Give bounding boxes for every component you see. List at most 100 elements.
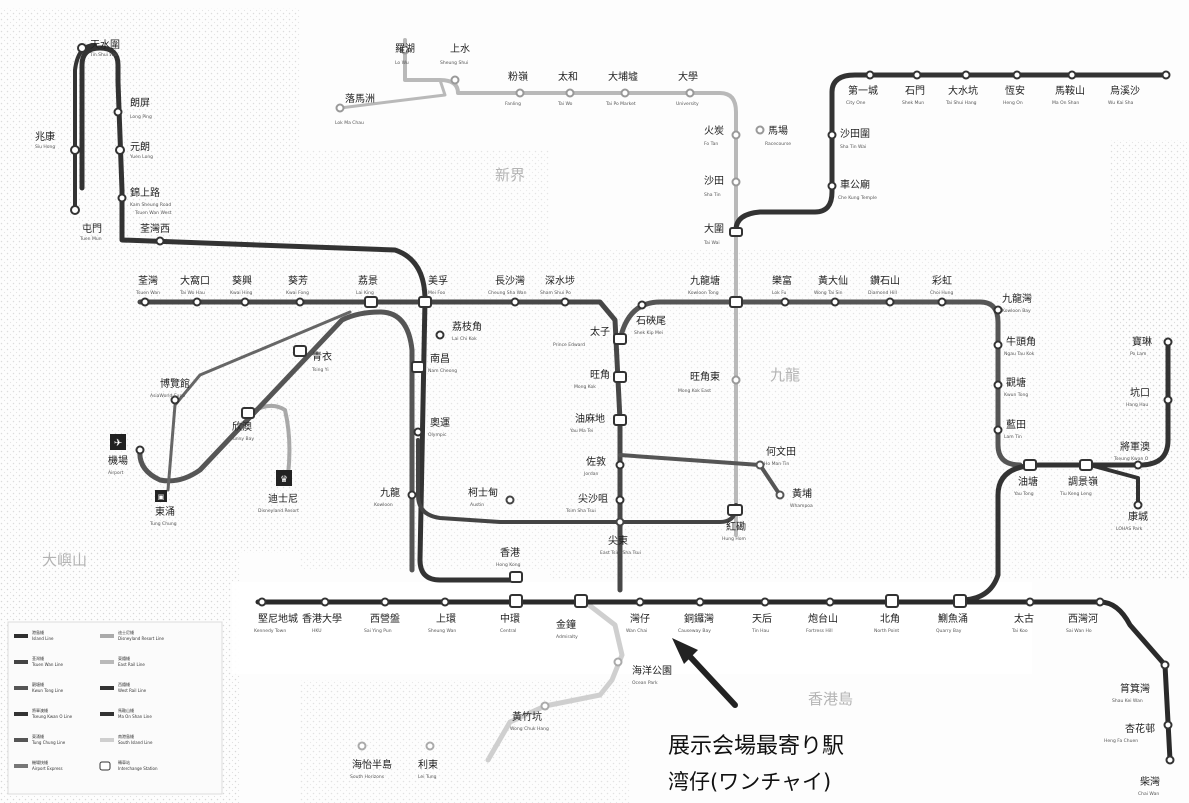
svg-text:Ngau Tau Kok: Ngau Tau Kok [1004, 351, 1035, 357]
svg-text:香港大學: 香港大學 [302, 612, 342, 625]
svg-text:Wan Chai: Wan Chai [626, 628, 647, 634]
svg-text:青衣: 青衣 [312, 350, 332, 363]
svg-text:Po Lam: Po Lam [1130, 351, 1146, 357]
svg-text:Tuen Mun: Tuen Mun [79, 236, 102, 242]
svg-text:銅鑼灣: 銅鑼灣 [684, 612, 714, 625]
svg-text:紅磡: 紅磡 [726, 520, 746, 533]
svg-text:Causeway Bay: Causeway Bay [678, 628, 711, 634]
svg-text:迪士尼綫: 迪士尼綫 [118, 629, 134, 635]
svg-text:Sunny Bay: Sunny Bay [230, 436, 254, 442]
svg-text:North Point: North Point [874, 628, 899, 634]
svg-text:鰂魚涌: 鰂魚涌 [938, 612, 968, 625]
svg-text:康城: 康城 [1128, 510, 1148, 523]
svg-text:Island Line: Island Line [32, 636, 54, 641]
svg-text:East Tsim Sha Tsui: East Tsim Sha Tsui [600, 550, 641, 556]
svg-text:轉車站: 轉車站 [118, 759, 130, 765]
svg-text:車公廟: 車公廟 [840, 178, 870, 191]
svg-text:Ho Man Tin: Ho Man Tin [764, 461, 789, 467]
svg-text:Shek Kip Mei: Shek Kip Mei [634, 330, 663, 336]
svg-text:East Rail Line: East Rail Line [118, 662, 145, 667]
svg-text:荃灣西: 荃灣西 [140, 222, 170, 235]
venue-note-station: 湾仔(ワンチャイ) [668, 766, 831, 796]
svg-text:何文田: 何文田 [766, 445, 796, 458]
svg-text:Mei Foo: Mei Foo [428, 290, 446, 296]
svg-text:Tai Koo: Tai Koo [1011, 628, 1028, 634]
svg-text:西鐵綫: 西鐵綫 [118, 681, 130, 687]
svg-text:Fortress Hill: Fortress Hill [806, 628, 833, 634]
svg-text:烏溪沙: 烏溪沙 [1110, 84, 1140, 97]
svg-text:Cheung Sha Wan: Cheung Sha Wan [488, 290, 527, 296]
svg-text:Shek Mun: Shek Mun [902, 100, 924, 106]
svg-text:大學: 大學 [678, 70, 698, 83]
svg-text:Prince Edward: Prince Edward [553, 342, 585, 348]
svg-text:Tai Shui Hang: Tai Shui Hang [945, 100, 977, 106]
svg-text:Austin: Austin [470, 502, 484, 508]
svg-text:落馬洲: 落馬洲 [345, 93, 375, 105]
svg-text:第一城: 第一城 [848, 84, 878, 97]
svg-text:Lo Wu: Lo Wu [395, 60, 409, 66]
svg-text:葵芳: 葵芳 [288, 274, 308, 287]
svg-text:油麻地: 油麻地 [575, 412, 605, 425]
svg-text:Yau Ma Tei: Yau Ma Tei [569, 428, 593, 434]
svg-text:尖沙咀: 尖沙咀 [578, 492, 608, 505]
svg-text:樂富: 樂富 [772, 274, 792, 287]
svg-text:大圍: 大圍 [704, 222, 724, 235]
svg-text:South Horizons: South Horizons [350, 774, 385, 780]
svg-text:奧運: 奧運 [430, 416, 450, 429]
svg-text:Admiralty: Admiralty [556, 634, 578, 640]
svg-text:Whampoa: Whampoa [790, 503, 813, 509]
svg-text:黃竹坑: 黃竹坑 [512, 710, 542, 723]
svg-text:Central: Central [500, 628, 516, 634]
svg-text:Kwun Tong Line: Kwun Tong Line [32, 688, 64, 693]
svg-text:Olympic: Olympic [428, 432, 447, 438]
svg-text:九龍灣: 九龍灣 [1002, 292, 1032, 305]
svg-text:Hang Hau: Hang Hau [1126, 402, 1148, 408]
svg-text:Tsuen Wan West: Tsuen Wan West [134, 210, 172, 216]
svg-text:Kwai Hing: Kwai Hing [230, 290, 253, 296]
svg-text:機場快綫: 機場快綫 [32, 759, 48, 765]
svg-text:西灣河: 西灣河 [1068, 613, 1098, 625]
svg-text:Tai Wo: Tai Wo [557, 101, 573, 107]
svg-text:Choi Hung: Choi Hung [930, 290, 954, 296]
region-label: 九龍 [770, 366, 800, 384]
svg-text:Heng On: Heng On [1003, 100, 1023, 106]
svg-text:恆安: 恆安 [1005, 84, 1025, 97]
svg-text:九龍塘: 九龍塘 [690, 274, 720, 287]
svg-text:上環: 上環 [436, 613, 456, 625]
svg-text:Kennedy Town: Kennedy Town [254, 628, 286, 634]
svg-text:Fo Tan: Fo Tan [704, 141, 718, 147]
svg-text:荃灣: 荃灣 [138, 274, 158, 287]
svg-text:Tsing Yi: Tsing Yi [311, 367, 329, 373]
svg-text:尖東: 尖東 [608, 534, 628, 547]
svg-text:石門: 石門 [905, 85, 925, 97]
svg-text:荔景: 荔景 [358, 274, 378, 287]
svg-text:粉嶺: 粉嶺 [508, 70, 528, 83]
svg-text:Ma On Shan: Ma On Shan [1052, 100, 1079, 106]
svg-text:Tseung Kwan O: Tseung Kwan O [1113, 456, 1149, 462]
svg-text:美孚: 美孚 [428, 274, 448, 287]
svg-text:Kowloon Tong: Kowloon Tong [688, 290, 719, 296]
svg-text:Tai Wo Hau: Tai Wo Hau [179, 290, 205, 296]
svg-text:Mong Kok East: Mong Kok East [678, 388, 711, 394]
svg-text:Sheung Wan: Sheung Wan [428, 628, 456, 634]
svg-text:牛頭角: 牛頭角 [1006, 335, 1036, 348]
svg-text:西營盤: 西營盤 [370, 612, 400, 625]
svg-text:Tseung Kwan O Line: Tseung Kwan O Line [31, 714, 73, 719]
cable-car-icon: ▣ [158, 493, 165, 501]
svg-text:太和: 太和 [558, 70, 578, 83]
svg-text:欣澳: 欣澳 [232, 420, 252, 433]
svg-text:Tin Shui Wai: Tin Shui Wai [89, 52, 118, 58]
svg-text:港島綫: 港島綫 [32, 629, 44, 635]
svg-text:Che Kung Temple: Che Kung Temple [838, 195, 877, 201]
svg-text:Sai Wan Ho: Sai Wan Ho [1066, 628, 1092, 634]
svg-text:Siu Hong: Siu Hong [35, 144, 55, 150]
svg-text:黃大仙: 黃大仙 [818, 274, 848, 287]
svg-text:太子: 太子 [590, 325, 610, 338]
svg-text:旺角: 旺角 [590, 369, 610, 381]
svg-text:北角: 北角 [880, 613, 900, 625]
svg-text:Sai Ying Pun: Sai Ying Pun [364, 628, 392, 634]
svg-text:Lai Chi Kok: Lai Chi Kok [452, 336, 477, 342]
svg-text:Tai Po Market: Tai Po Market [605, 101, 636, 107]
svg-text:中環: 中環 [500, 612, 520, 625]
